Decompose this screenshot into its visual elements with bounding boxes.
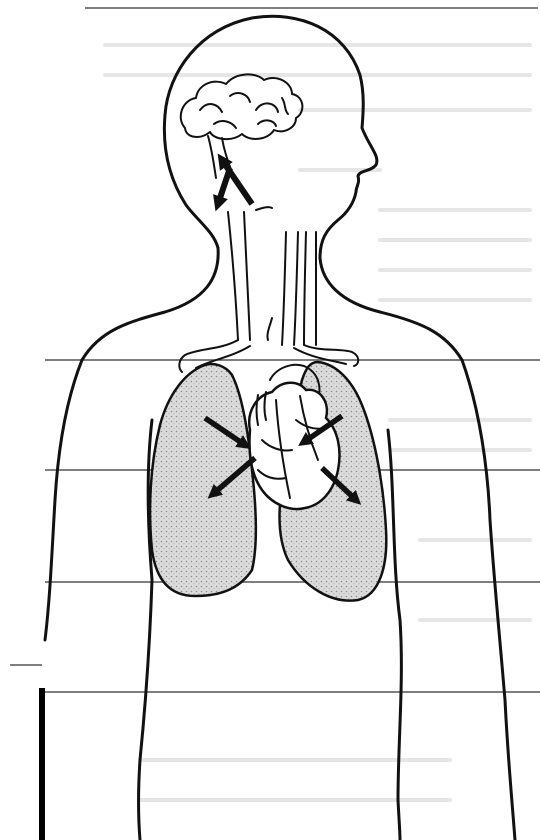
left-lung xyxy=(150,364,256,596)
arrow-icon xyxy=(218,168,230,204)
neck-left xyxy=(82,248,218,360)
heart-outline xyxy=(249,383,339,509)
brain xyxy=(181,74,303,178)
neck-right xyxy=(320,258,462,360)
right-arm-outline xyxy=(462,360,515,840)
brain-arrows xyxy=(218,160,252,204)
left-arm-outline xyxy=(45,360,82,640)
margin-bar xyxy=(39,688,45,840)
right-torso-side xyxy=(388,430,401,840)
